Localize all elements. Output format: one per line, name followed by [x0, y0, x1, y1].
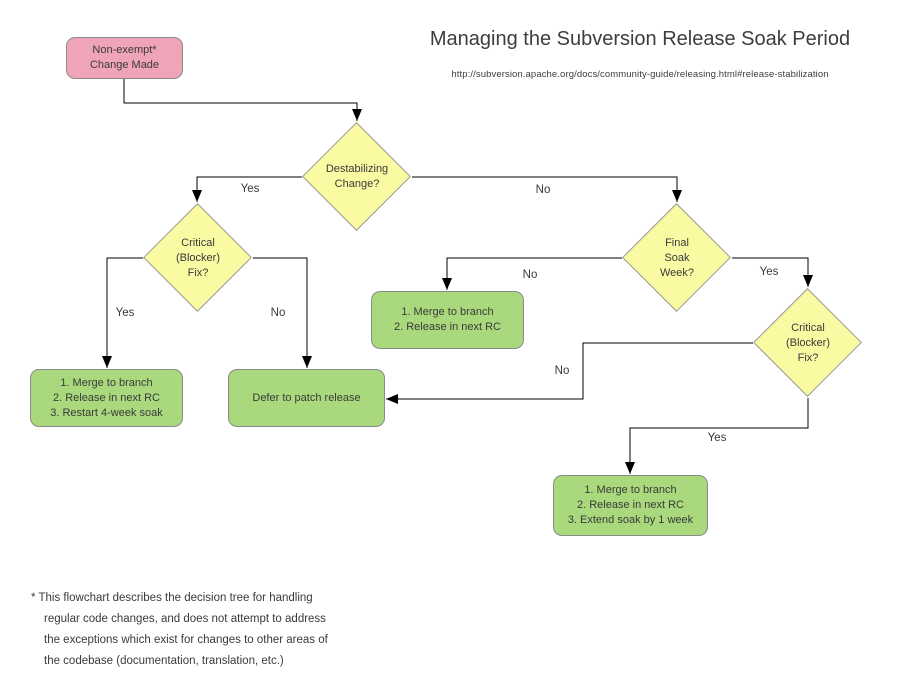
decision-critical-blocker-fix-right: Critical (Blocker) Fix?	[752, 287, 863, 398]
decision-label: Critical (Blocker) Fix?	[175, 236, 220, 279]
decision-critical-blocker-fix-left: Critical (Blocker) Fix?	[142, 202, 253, 313]
edge-label-final-soak-no: No	[522, 269, 538, 281]
edge-label-critical-right-no: No	[554, 365, 570, 377]
edge-label-final-soak-yes: Yes	[759, 266, 779, 278]
start-node-non-exempt-change: Non-exempt* Change Made	[66, 37, 183, 79]
action-label: 1. Merge to branch 2. Release in next RC…	[567, 484, 694, 526]
action-defer-patch-release: Defer to patch release	[228, 369, 385, 427]
decision-label: Destabilizing Change?	[325, 163, 389, 190]
source-url: http://subversion.apache.org/docs/commun…	[451, 69, 829, 80]
decision-destabilizing-change: Destabilizing Change?	[301, 121, 412, 232]
page-title: Managing the Subversion Release Soak Per…	[429, 28, 851, 50]
edge-label-critical-left-no: No	[270, 307, 286, 319]
decision-label: Final Soak Week?	[659, 236, 695, 279]
action-label: Defer to patch release	[252, 391, 361, 404]
edge-label-destabilizing-no: No	[535, 184, 551, 196]
edge-start-to-destabilizing	[123, 79, 362, 121]
edge-critical-right-no	[386, 342, 753, 404]
action-label: 1. Merge to branch 2. Release in next RC	[394, 306, 501, 333]
action-merge-extend-soak: 1. Merge to branch 2. Release in next RC…	[553, 475, 708, 536]
footnote-text: * This flowchart describes the decision …	[31, 592, 328, 667]
decision-label: Critical (Blocker) Fix?	[785, 321, 830, 364]
action-merge-next-rc: 1. Merge to branch 2. Release in next RC	[371, 291, 524, 349]
edge-label-critical-right-yes: Yes	[707, 432, 727, 444]
edge-label-critical-left-yes: Yes	[115, 307, 135, 319]
decision-final-soak-week: Final Soak Week?	[621, 202, 732, 313]
start-node-label: Non-exempt* Change Made	[89, 44, 160, 71]
edge-label-destabilizing-yes: Yes	[240, 183, 260, 195]
action-merge-restart-soak: 1. Merge to branch 2. Release in next RC…	[30, 369, 183, 427]
action-label: 1. Merge to branch 2. Release in next RC…	[50, 376, 163, 419]
